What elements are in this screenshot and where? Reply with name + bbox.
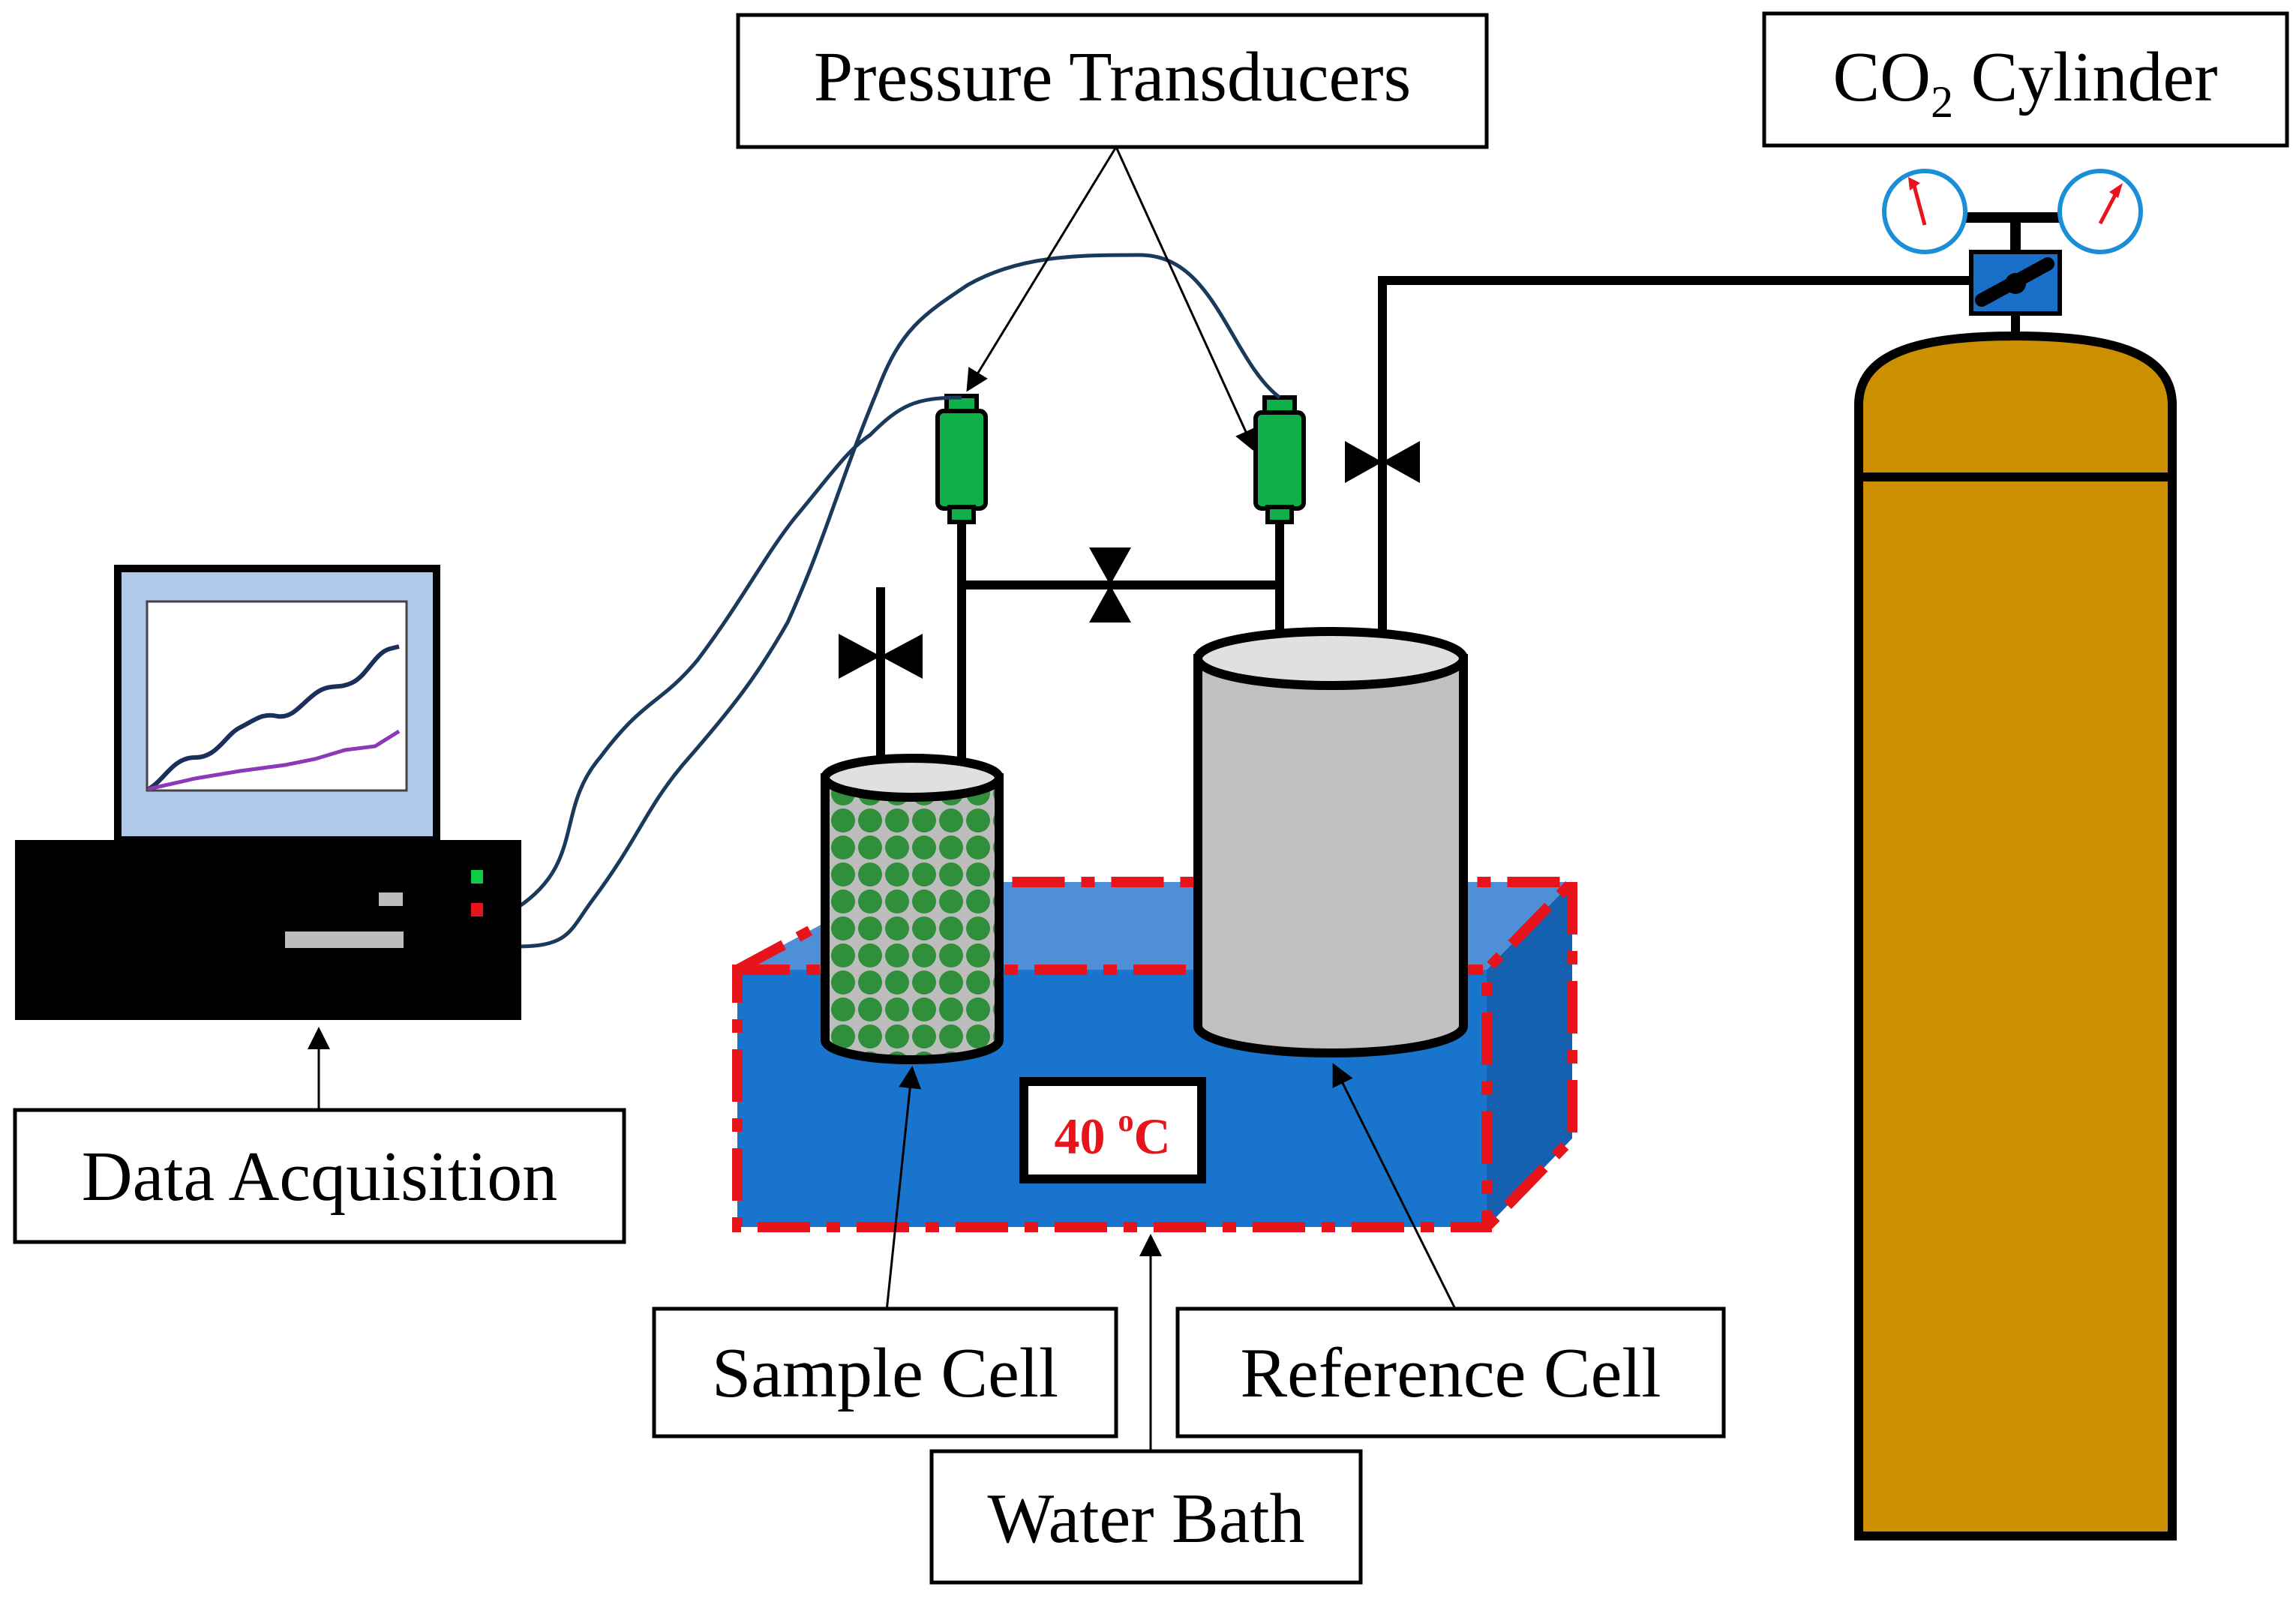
gauge-icon <box>1882 169 1967 254</box>
svg-text:CO2 Cylinder: CO2 Cylinder <box>1832 38 2217 127</box>
cable-transducer-2 <box>517 253 1281 949</box>
arrow-to-sample-cell <box>885 1066 922 1312</box>
gauge-icon <box>2057 169 2143 254</box>
label-water-bath: Water Bath <box>929 1449 1363 1585</box>
cable-transducer-1 <box>516 395 962 910</box>
arrow-to-transducer-1 <box>966 146 1118 392</box>
water-bath-side <box>1487 882 1572 1227</box>
plot-line-1 <box>147 644 400 791</box>
pressure-transducer-icon <box>935 394 988 524</box>
monitor-screen <box>146 600 408 792</box>
leader-lines <box>308 146 1457 1451</box>
valve-icon <box>839 634 923 679</box>
label-reference-cell: Reference Cell <box>1175 1306 1726 1438</box>
reference-cell <box>1193 627 1468 1058</box>
svg-text:Reference Cell: Reference Cell <box>1240 1334 1661 1412</box>
sample-cell <box>821 754 1004 1064</box>
pressure-transducer-icon <box>1253 395 1306 524</box>
small-slot <box>379 892 403 906</box>
arrow-to-reference-cell <box>1332 1063 1457 1310</box>
label-pressure-transducers: Pressure Transducers <box>736 13 1489 149</box>
signal-cables <box>516 253 1281 949</box>
valve-icon <box>1089 548 1131 622</box>
led-green <box>471 870 483 884</box>
computer-icon <box>15 565 521 1020</box>
gas-cylinder-icon <box>1854 314 2177 1540</box>
svg-text:Sample Cell: Sample Cell <box>712 1334 1058 1412</box>
label-data-acquisition: Data Acquisition <box>13 1108 626 1244</box>
label-sample-cell: Sample Cell <box>652 1306 1118 1438</box>
plot-line-2 <box>148 729 401 791</box>
computer-case <box>15 840 521 1020</box>
valve-icon <box>1345 441 1420 483</box>
disk-slot <box>285 932 404 948</box>
led-red <box>471 903 483 916</box>
temperature-readout: 40 oC <box>1054 1104 1170 1165</box>
label-co2-cylinder: CO2 Cylinder <box>1762 11 2289 148</box>
co2-feed-line <box>1378 276 1971 658</box>
svg-text:Water Bath: Water Bath <box>987 1480 1304 1558</box>
temperature-display: 40 oC <box>1019 1077 1206 1184</box>
svg-text:Data Acquisition: Data Acquisition <box>82 1138 557 1216</box>
svg-text:Pressure Transducers: Pressure Transducers <box>814 38 1411 116</box>
regulator-icon <box>1950 212 2070 316</box>
arrow-to-transducer-2 <box>1115 146 1256 452</box>
